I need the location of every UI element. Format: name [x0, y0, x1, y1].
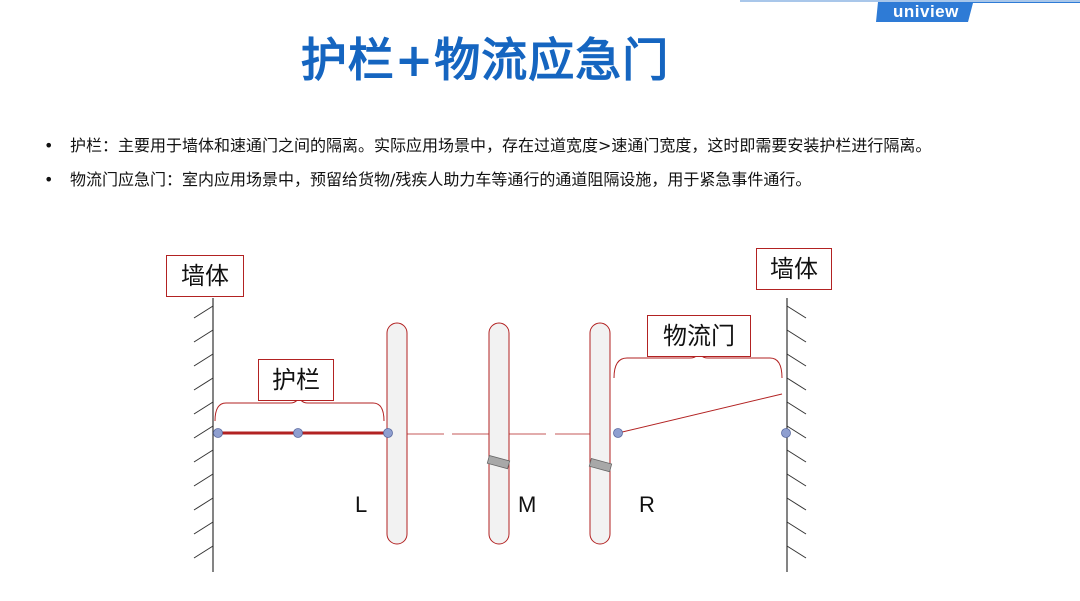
description-list: • 护栏：主要用于墙体和速通门之间的隔离。实际应用场景中，存在过道宽度>速通门宽度… [44, 133, 931, 201]
guardrail-label: 护栏 [258, 359, 334, 401]
page-title: 护栏+物流应急门 [300, 33, 670, 87]
brand-banner [740, 0, 1080, 22]
wall-right-label: 墙体 [756, 248, 832, 290]
anchor-node [293, 428, 303, 438]
anchor-node [383, 428, 393, 438]
lane-label-m: M [518, 492, 537, 517]
bullet-icon: • [44, 136, 54, 155]
bullet-text-guardrail: 护栏：主要用于墙体和速通门之间的隔离。实际应用场景中，存在过道宽度>速通门宽度，… [70, 136, 932, 155]
lane-label-r: R [639, 492, 655, 517]
left-wall [193, 298, 214, 572]
lane-label-l: L [355, 492, 368, 517]
anchor-node [781, 428, 791, 438]
wall-left-label: 墙体 [166, 255, 244, 297]
gate-flap-right [588, 458, 613, 473]
list-item: • 物流门应急门：室内应用场景中，预留给货物/残疾人助力车等通行的通道阻隔设施，用… [44, 167, 931, 201]
gate-post-right [589, 322, 611, 545]
list-item: • 护栏：主要用于墙体和速通门之间的隔离。实际应用场景中，存在过道宽度>速通门宽度… [44, 133, 931, 167]
gate-post-middle [488, 322, 510, 545]
bullet-text-logistics-gate: 物流门应急门：室内应用场景中，预留给货物/残疾人助力车等通行的通道阻隔设施，用于… [70, 170, 812, 189]
logistics-gate-label: 物流门 [647, 315, 751, 357]
logistics-gate-arm [617, 393, 783, 434]
anchor-node [213, 428, 223, 438]
gate-flap-middle [486, 455, 511, 470]
bullet-icon: • [44, 170, 54, 189]
uniview-logo: uniview [893, 2, 959, 21]
anchor-node [613, 428, 623, 438]
